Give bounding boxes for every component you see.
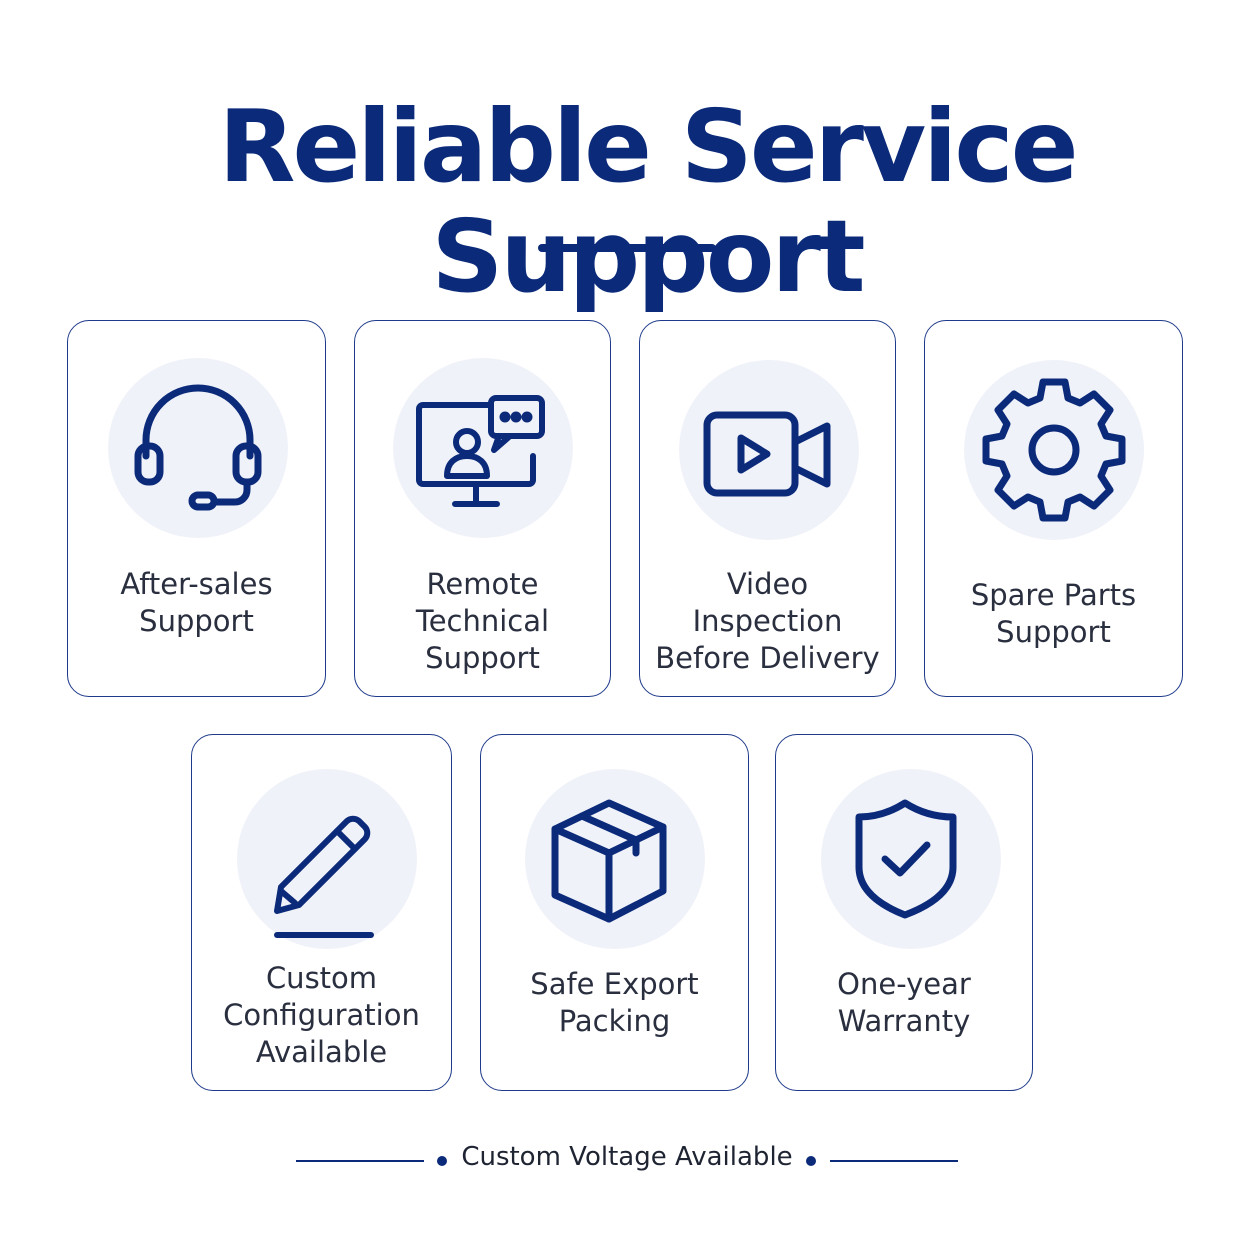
footer-dot-left: [437, 1156, 447, 1166]
card-one-year-warranty: One-year Warranty: [775, 734, 1033, 1091]
card-after-sales-support: After-sales Support: [67, 320, 326, 697]
footer-dot-right: [806, 1156, 816, 1166]
card-video-inspection: Video Inspection Before Delivery: [639, 320, 896, 697]
footer-text: Custom Voltage Available: [461, 1142, 793, 1172]
card-label: After-sales Support: [120, 567, 273, 638]
box-icon: [525, 769, 705, 949]
card-label: Remote Technical Support: [415, 567, 550, 675]
title-underline: [538, 244, 716, 252]
footer-divider-left: [296, 1160, 424, 1162]
card-safe-export-packing: Safe Export Packing: [480, 734, 749, 1091]
card-label: Spare Parts Support: [970, 578, 1137, 649]
card-custom-configuration: Custom Configuration Available: [191, 734, 452, 1091]
footer-divider-right: [830, 1160, 958, 1162]
page-title: Reliable Service Support: [218, 88, 1078, 315]
gear-icon: [964, 360, 1144, 540]
card-spare-parts-support: Spare Parts Support: [924, 320, 1183, 697]
video-chat-icon: [393, 358, 573, 538]
card-remote-technical-support: Remote Technical Support: [354, 320, 611, 697]
headset-icon: [108, 358, 288, 538]
pencil-icon: [237, 769, 417, 949]
card-label: One-year Warranty: [837, 967, 971, 1038]
video-camera-icon: [679, 360, 859, 540]
card-label: Video Inspection Before Delivery: [655, 567, 880, 675]
card-label: Safe Export Packing: [530, 967, 699, 1038]
shield-check-icon: [821, 769, 1001, 949]
card-label: Custom Configuration Available: [223, 961, 420, 1069]
